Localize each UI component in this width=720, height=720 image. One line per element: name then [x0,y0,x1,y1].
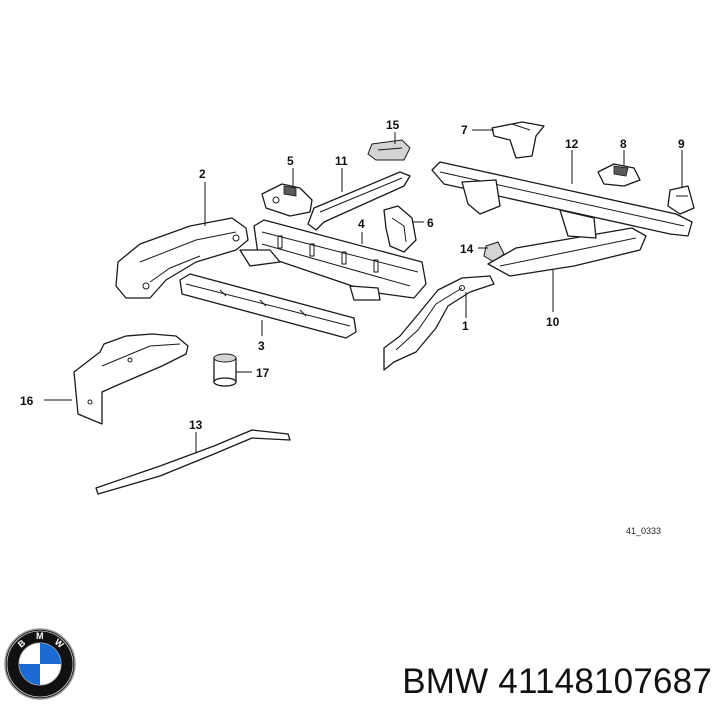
callout-4: 4 [358,217,365,231]
part-number-label: BMW 41148107687 [402,662,712,701]
callout-2: 2 [199,167,206,181]
part-10-longitudinal-rail [487,227,647,277]
part-12-upper-member [431,161,693,239]
callout-9: 9 [678,137,685,151]
callout-14: 14 [460,242,474,256]
callout-13: 13 [189,418,203,432]
callout-1: 1 [462,319,469,333]
part-15-bracket [367,139,411,161]
diagram-reference-code: 41_0333 [626,526,661,536]
part-6-bracket [383,205,417,253]
callout-5: 5 [287,154,294,168]
callout-12: 12 [565,137,579,151]
part-9-plate [667,185,695,215]
callout-17: 17 [256,366,270,380]
svg-text:M: M [36,631,44,641]
callout-6: 6 [427,216,434,230]
part-17-bushing [213,353,237,387]
part-4-cross-member [239,219,427,301]
part-13-seal-strip [95,429,291,495]
callout-8: 8 [620,137,627,151]
part-3-lower-rail [179,273,357,339]
callout-10: 10 [546,315,560,329]
callout-16: 16 [20,394,34,408]
part-8-bracket [597,163,641,187]
callout-15: 15 [386,118,400,132]
part-11-support-strut [307,171,411,231]
callout-3: 3 [258,339,265,353]
part-1-wheel-arch-member [383,275,495,371]
part-5-bracket [261,183,313,217]
callout-11: 11 [335,154,348,168]
part-7-bracket [491,121,545,159]
part-16-support-bracket [73,333,189,425]
leader-lines [44,129,683,452]
bmw-roundel-icon: B M W [4,628,76,700]
callout-7: 7 [461,123,468,137]
svg-text:B: B [16,637,28,649]
part-2-longitudinal-member [115,217,249,299]
